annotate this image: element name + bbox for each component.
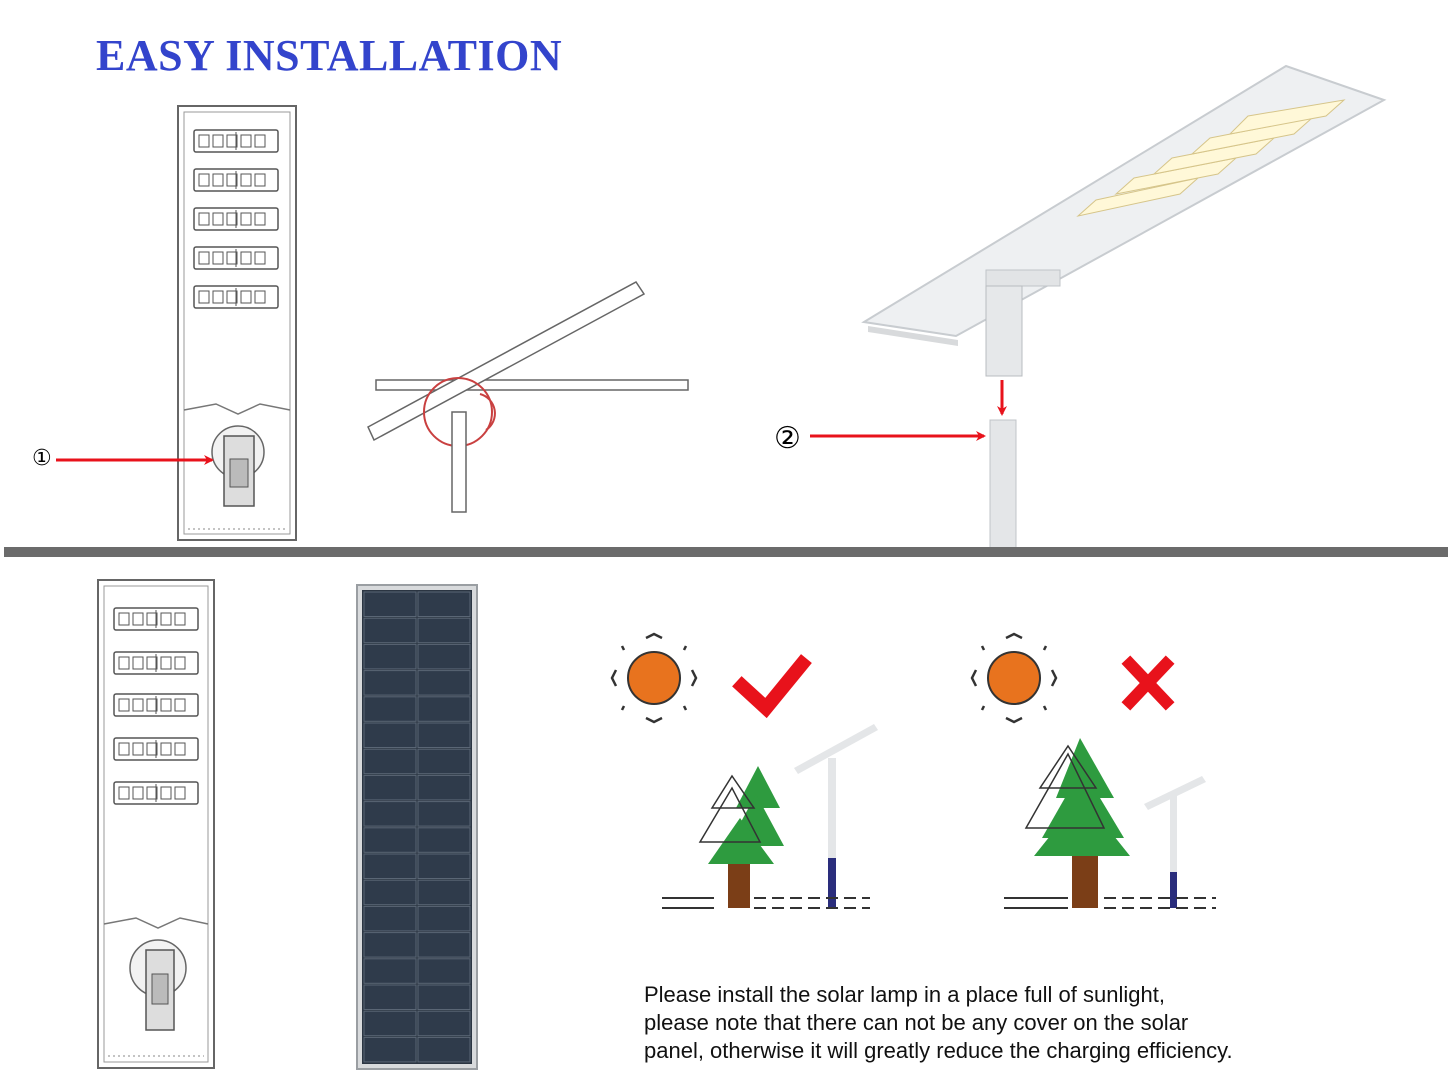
cross-icon	[1121, 655, 1175, 711]
pole-mount-icon	[861, 64, 1387, 549]
panel-cell	[417, 670, 471, 696]
panel-cell	[417, 879, 471, 906]
placement-wrong-diagram	[970, 632, 1216, 909]
panel-cell	[417, 774, 471, 801]
panel-cell	[417, 696, 471, 722]
panel-cell	[417, 905, 471, 932]
panel-cell	[363, 617, 417, 644]
section-divider	[4, 547, 1448, 557]
angle-adjust-icon	[367, 281, 689, 513]
note-line: please note that there can not be any co…	[644, 1010, 1189, 1035]
step1-marker: ①	[32, 446, 52, 471]
panel-cell	[417, 1010, 471, 1037]
panel-cell	[363, 958, 417, 984]
panel-cell	[363, 696, 417, 722]
panel-cell	[363, 879, 417, 906]
panel-cell	[363, 932, 417, 958]
panel-cell	[417, 1036, 471, 1063]
panel-cell	[363, 853, 417, 879]
panel-cell	[363, 827, 417, 853]
panel-cell	[417, 827, 471, 853]
panel-cell	[363, 591, 417, 617]
panel-cell	[417, 591, 471, 617]
panel-cell	[363, 774, 417, 801]
panel-cell	[363, 748, 417, 775]
panel-cell	[363, 1036, 417, 1063]
panel-cell	[363, 1010, 417, 1037]
panel-cell	[417, 932, 471, 958]
panel-cell	[417, 801, 471, 827]
panel-cell	[363, 670, 417, 696]
step1-arrow	[56, 455, 214, 465]
panel-cell	[417, 984, 471, 1010]
placement-correct-diagram	[610, 632, 878, 909]
panel-cell	[363, 905, 417, 932]
step2-vertical-arrow	[997, 380, 1007, 416]
page-title: EASY INSTALLATION	[96, 31, 563, 80]
note-line: Please install the solar lamp in a place…	[644, 982, 1165, 1007]
panel-cell	[417, 958, 471, 984]
lamp-back-icon	[177, 105, 297, 541]
sun-icon	[610, 632, 698, 724]
sunlight-note: Please install the solar lamp in a place…	[644, 981, 1424, 1065]
step2-marker: ②	[774, 421, 801, 456]
solar-panel-icon	[356, 584, 478, 1070]
panel-cell	[417, 853, 471, 879]
panel-cell	[363, 643, 417, 670]
panel-cell	[417, 617, 471, 644]
panel-cell	[363, 801, 417, 827]
note-line: panel, otherwise it will greatly reduce …	[644, 1038, 1233, 1063]
panel-cell	[417, 643, 471, 670]
panel-cell	[417, 748, 471, 775]
panel-cell	[417, 722, 471, 748]
panel-cell	[363, 722, 417, 748]
lamp-back-icon	[97, 579, 215, 1069]
check-icon	[732, 654, 812, 719]
panel-cell	[363, 984, 417, 1010]
sun-icon	[970, 632, 1058, 724]
step2-arrow	[810, 431, 986, 441]
